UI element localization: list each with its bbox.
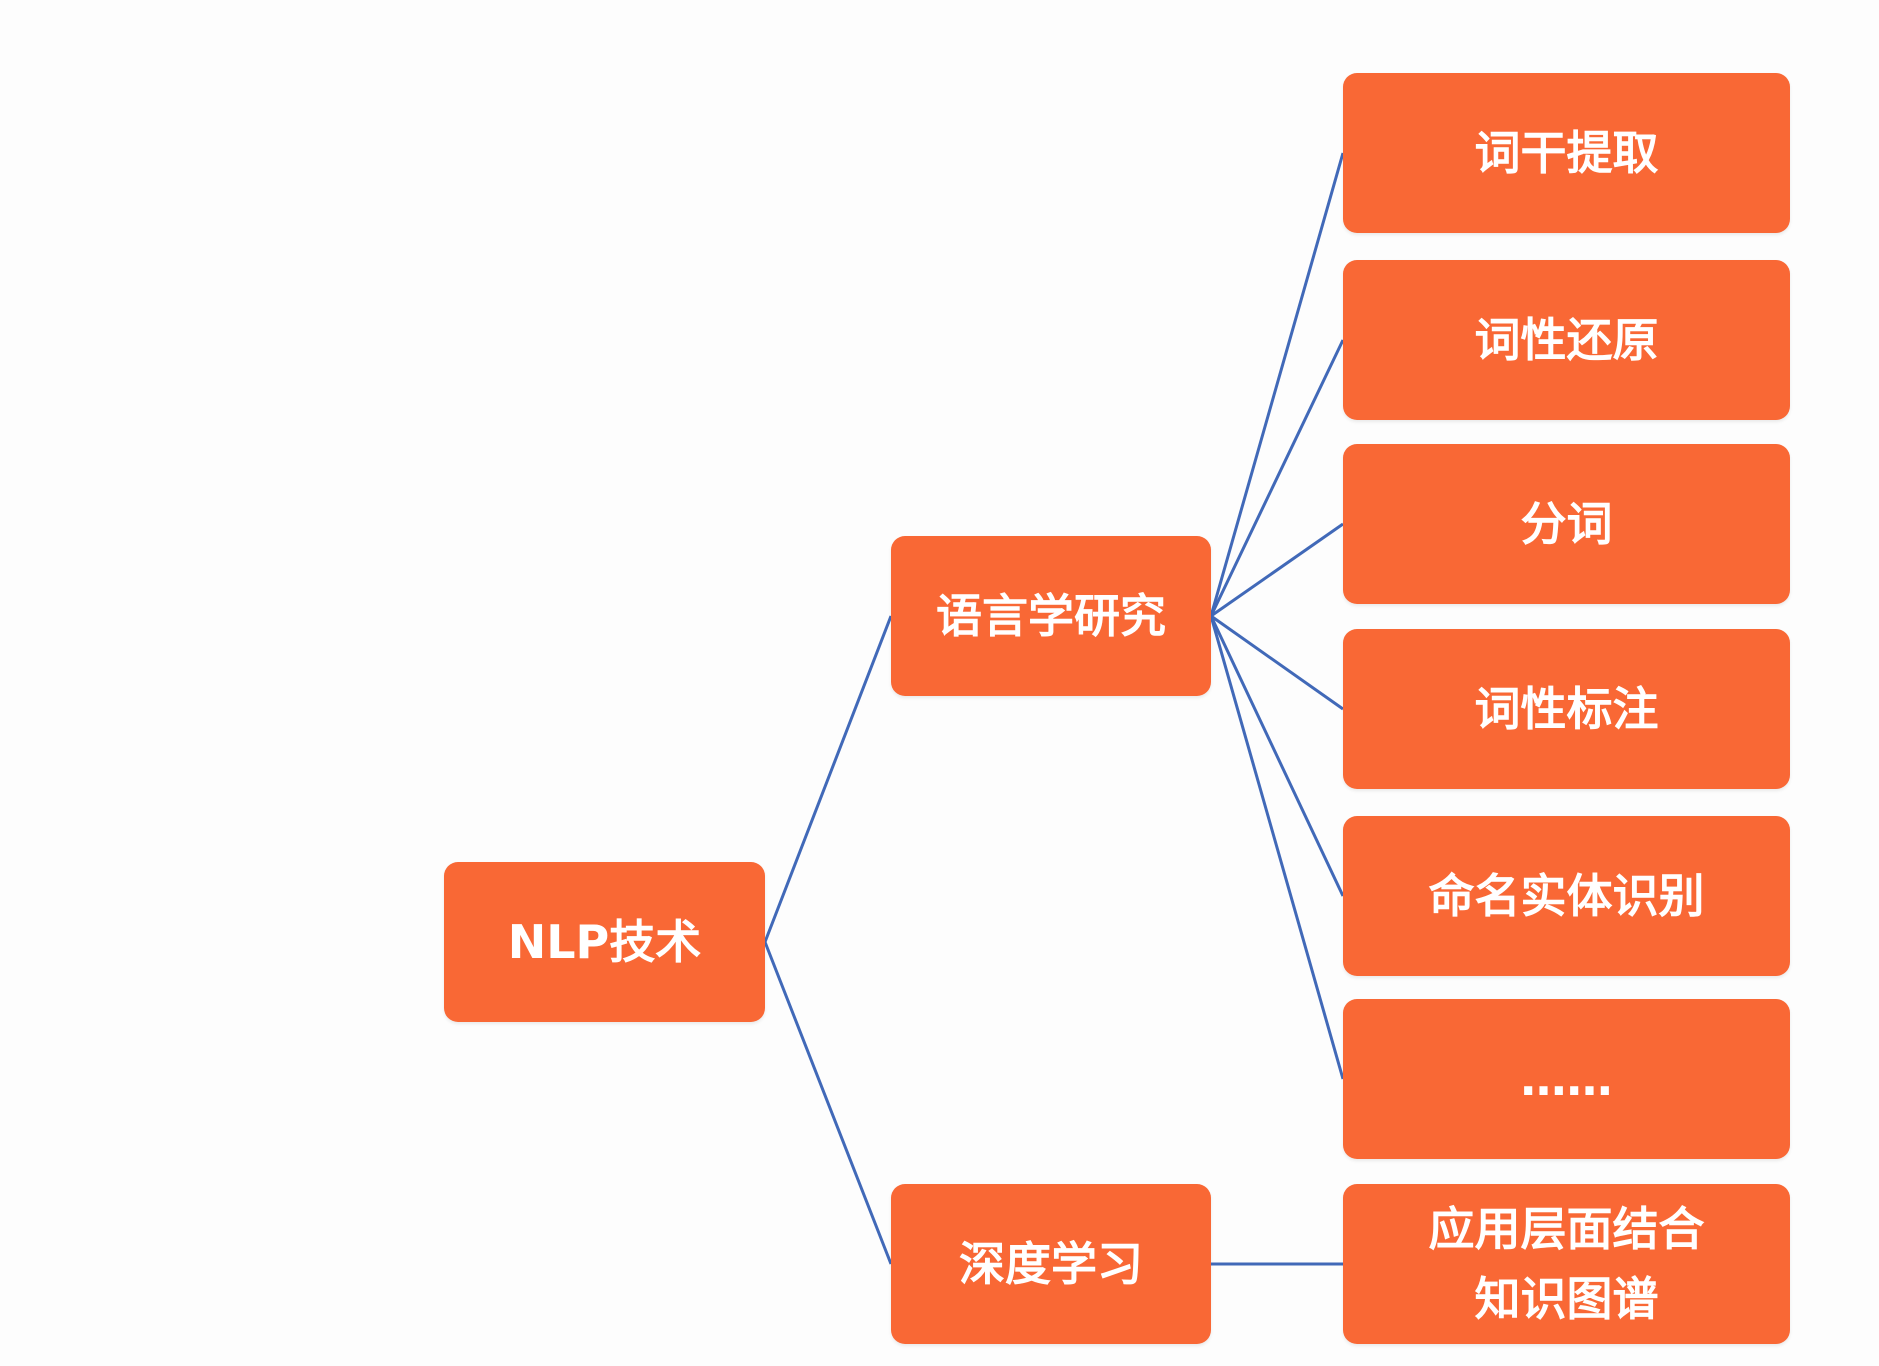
edge-linguistics-to-segmentation (1210, 522, 1344, 618)
edge-linguistics-to-pos-tagging (1210, 614, 1344, 711)
node-knowledge-graph-application[interactable]: 应用层面结合 知识图谱 (1343, 1184, 1790, 1344)
node-word-segmentation[interactable]: 分词 (1343, 444, 1790, 604)
edge-root-to-linguistics (763, 615, 893, 943)
node-lemmatization[interactable]: 词性还原 (1343, 260, 1790, 420)
node-nlp-tech[interactable]: NLP技术 (444, 862, 765, 1022)
edge-linguistics-to-ner (1209, 615, 1345, 897)
node-line-1: 应用层面结合 (1428, 1202, 1705, 1256)
edge-linguistics-to-ellipsis (1209, 615, 1345, 1080)
node-pos-tagging[interactable]: 词性标注 (1343, 629, 1790, 789)
node-stemming[interactable]: 词干提取 (1343, 73, 1790, 233)
edge-root-to-deep-learning (763, 941, 893, 1265)
node-linguistics-research[interactable]: 语言学研究 (891, 536, 1211, 696)
node-ellipsis[interactable]: …… (1343, 999, 1790, 1159)
node-line-2: 知识图谱 (1474, 1272, 1659, 1326)
node-deep-learning[interactable]: 深度学习 (891, 1184, 1211, 1344)
edge-linguistics-to-lemmatization (1209, 339, 1345, 617)
node-named-entity-recognition[interactable]: 命名实体识别 (1343, 816, 1790, 976)
edge-linguistics-to-stemming (1209, 152, 1345, 617)
